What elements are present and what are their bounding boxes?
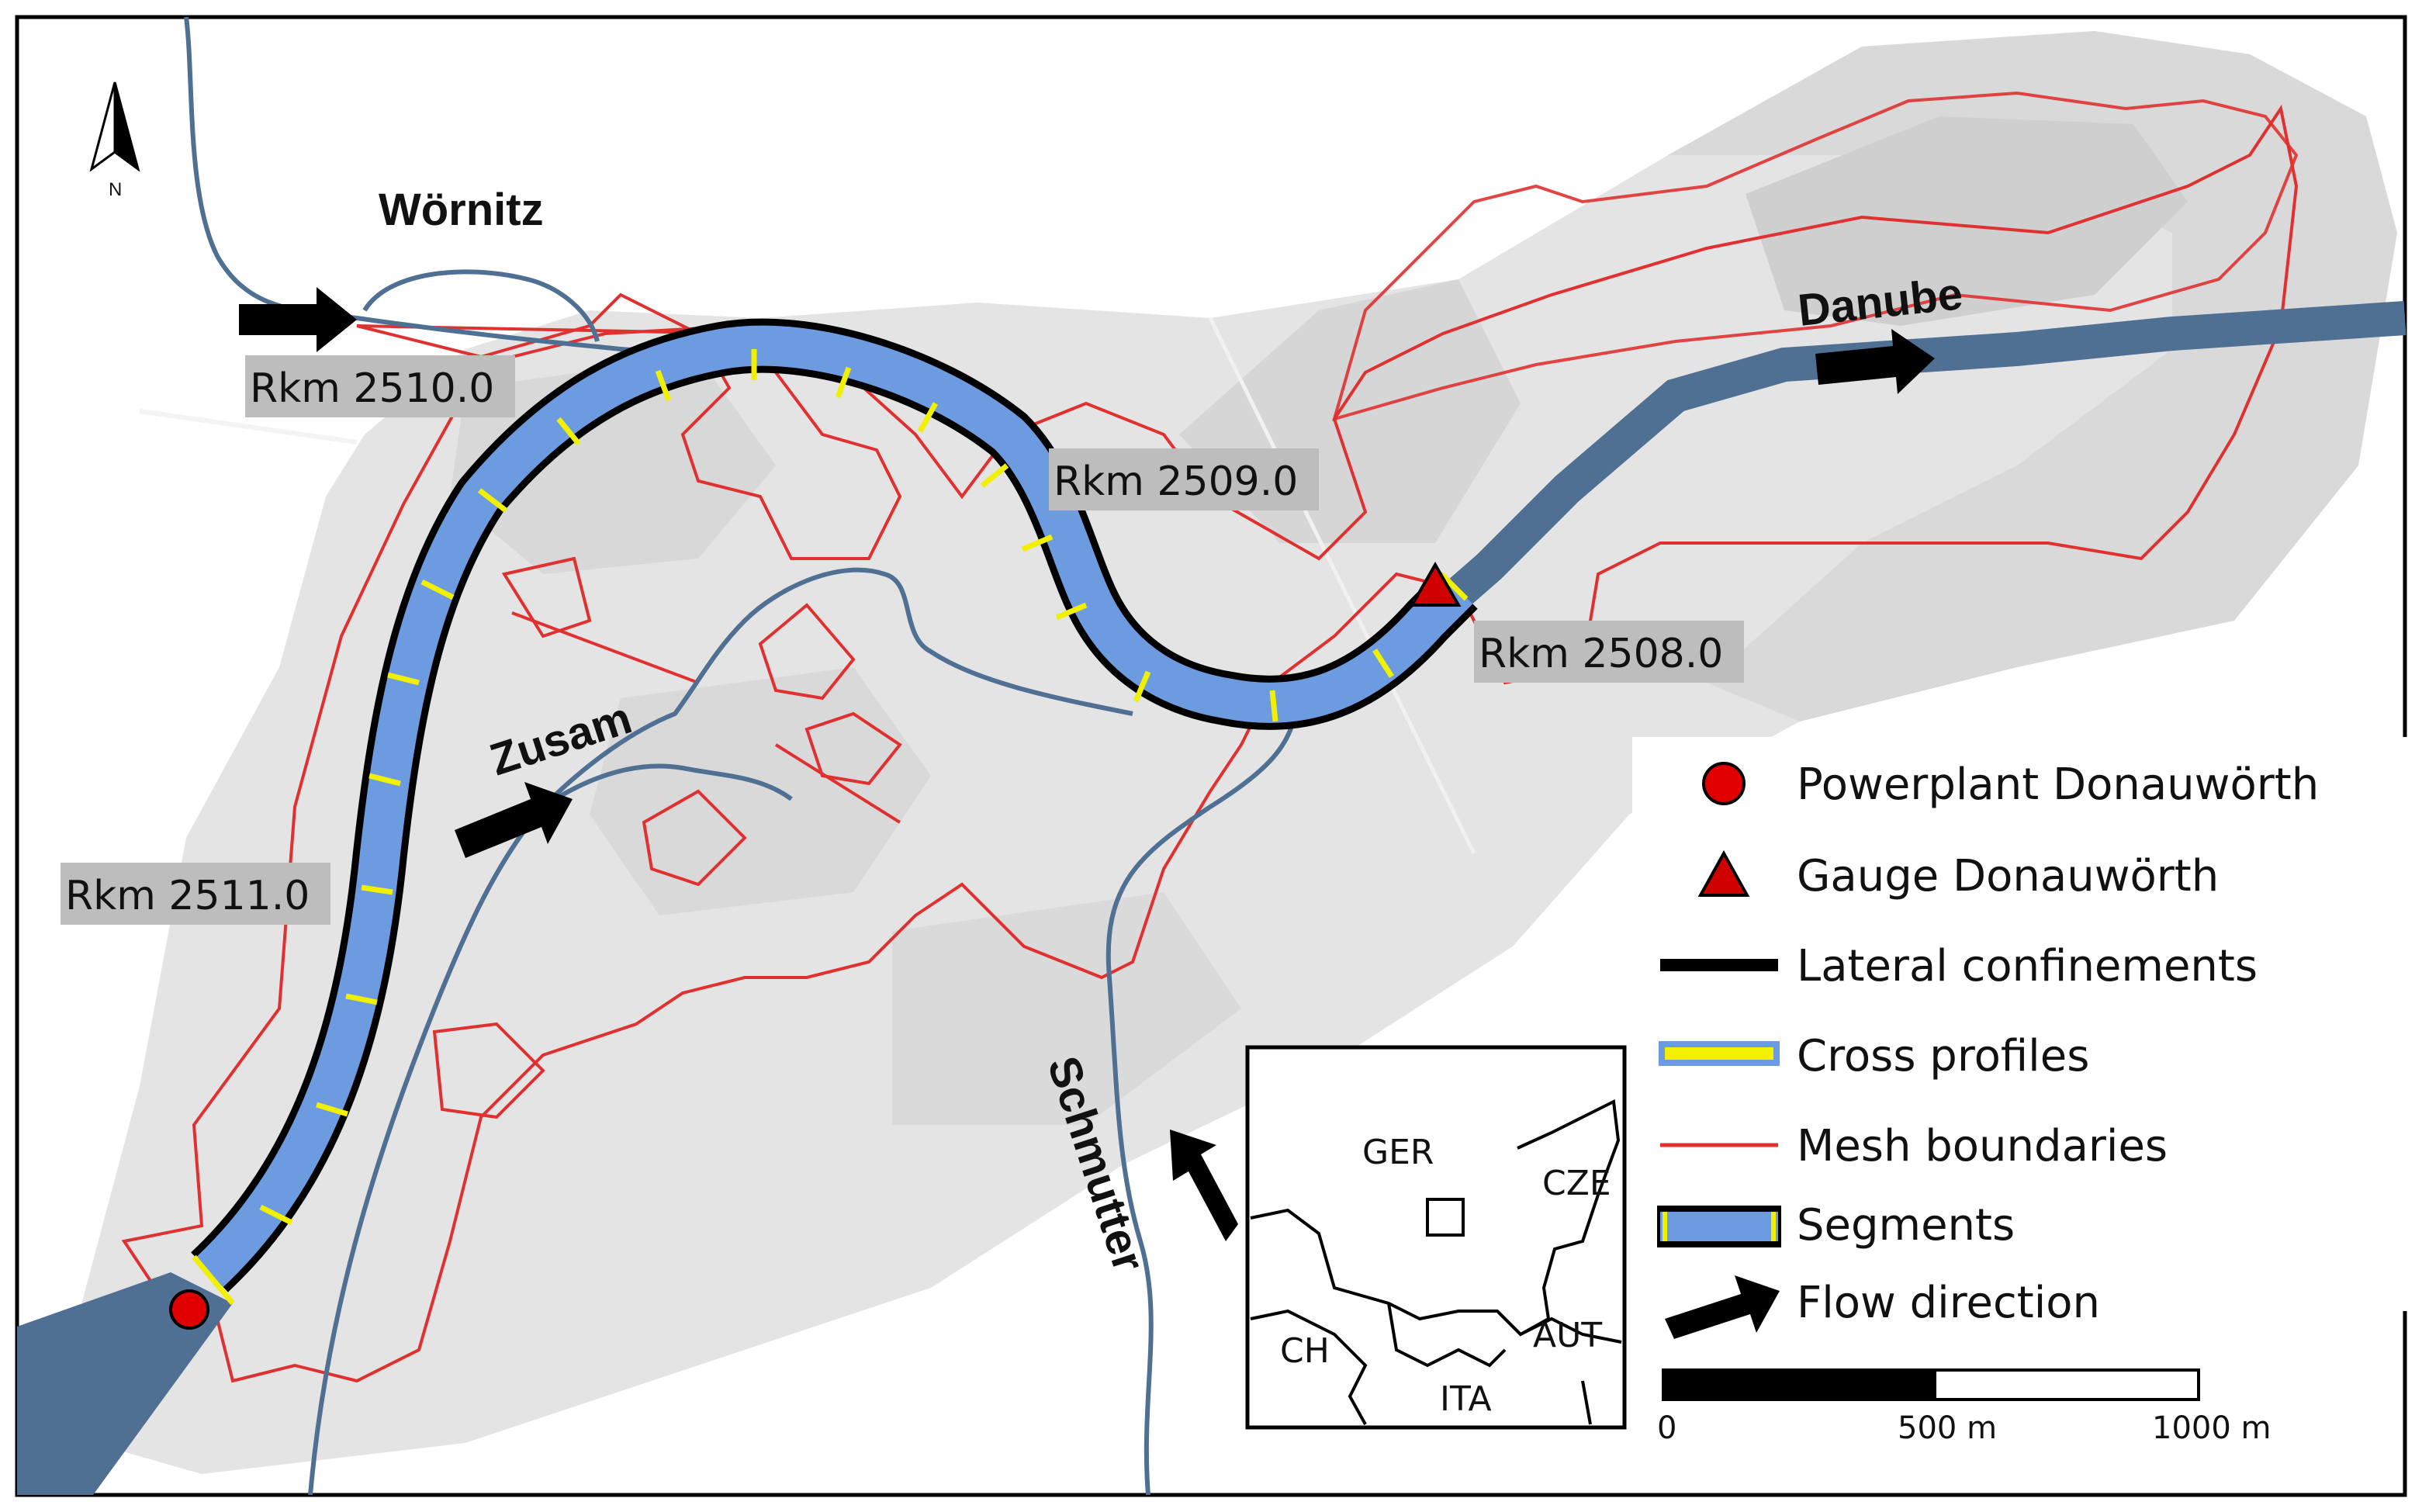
- zusam-river: [308, 567, 1133, 1496]
- cross-profile: [917, 402, 939, 433]
- cross-profile: [420, 579, 455, 600]
- svg-text:Rkm 2508.0: Rkm 2508.0: [1479, 631, 1723, 677]
- svg-text:Rkm 2511.0: Rkm 2511.0: [65, 873, 310, 919]
- cross-profile: [1439, 572, 1469, 601]
- danube-east-channel: [1416, 301, 2406, 634]
- mesh-boundaries: [121, 91, 2299, 1383]
- legend-label-segments: Segments: [1797, 1200, 2015, 1251]
- scale-bar: 0 500 m 1000 m: [1657, 1368, 2271, 1446]
- mesh-boundary-inner-3: [642, 789, 747, 887]
- cross-profile: [259, 1204, 293, 1226]
- legend-label-flow-direction: Flow direction: [1797, 1278, 2100, 1328]
- schmutter-river: [1105, 713, 1298, 1496]
- svg-text:Rkm 2510.0: Rkm 2510.0: [250, 365, 494, 412]
- rkm-label-2509: Rkm 2509.0: [1049, 448, 1319, 510]
- cross-profile: [1269, 690, 1278, 722]
- cross-profile: [315, 1102, 349, 1117]
- cross-profile: [387, 672, 420, 686]
- mesh-boundary-main: [121, 104, 2299, 1383]
- cross-profile: [980, 463, 1009, 488]
- inset-label-ita: ITA: [1440, 1379, 1492, 1419]
- mesh-boundary-north: [356, 292, 902, 560]
- cross-profile: [368, 773, 401, 787]
- north-label: N: [109, 179, 122, 200]
- mesh-boundary-inner-6: [511, 611, 699, 684]
- inset-locator-map: GER CZE CH AUT ITA: [1245, 1045, 1627, 1430]
- legend-label-cross-profiles: Cross profiles: [1797, 1031, 2089, 1081]
- legend-label-gauge: Gauge Donauwörth: [1797, 851, 2219, 901]
- cross-profile: [477, 488, 508, 513]
- cross-profile: [1133, 670, 1151, 703]
- rkm-label-2510: Rkm 2510.0: [245, 355, 515, 417]
- cross-profile: [835, 366, 852, 399]
- legend-label-powerplant: Powerplant Donauwörth: [1797, 759, 2319, 810]
- rkm-label-2508: Rkm 2508.0: [1474, 621, 1744, 683]
- flow-direction-icon: [1815, 329, 1935, 394]
- legend-flow-direction-icon: [1665, 1275, 1780, 1339]
- cross-profile: [192, 1254, 235, 1306]
- river-segments: [191, 318, 1478, 1292]
- mesh-boundary-inner-4: [758, 603, 856, 701]
- powerplant-icon: [169, 1289, 209, 1330]
- zusam-lower: [541, 763, 793, 809]
- gauge-icon: [1409, 561, 1462, 607]
- legend-gauge-icon: [1697, 849, 1750, 897]
- cross-profile: [1021, 534, 1054, 552]
- legend-label-lateral-confinements: Lateral confinements: [1797, 941, 2258, 991]
- flow-direction-arrows: [239, 287, 1935, 1241]
- danube-downstream: [17, 1272, 233, 1495]
- north-arrow: N: [89, 81, 140, 200]
- cross-profile: [1372, 649, 1394, 678]
- cross-profile: [345, 993, 378, 1005]
- cross-profile: [556, 417, 581, 446]
- inset-label-aut: AUT: [1533, 1316, 1602, 1355]
- scale-tick-1000: 1000 m: [2152, 1410, 2271, 1446]
- mesh-boundary-inner-7: [774, 743, 901, 824]
- cross-profile: [361, 884, 393, 895]
- scale-tick-0: 0: [1657, 1410, 1676, 1446]
- legend-label-mesh-boundaries: Mesh boundaries: [1797, 1121, 2168, 1171]
- inset-label-ch: CH: [1280, 1331, 1330, 1371]
- segment-fill: [195, 325, 1473, 1287]
- mesh-boundary-inner-2: [432, 1022, 545, 1119]
- study-area-locator: [1426, 1198, 1465, 1237]
- inset-label-cze: CZE: [1542, 1164, 1611, 1203]
- legend-powerplant-icon: [1702, 762, 1746, 805]
- mesh-boundary-east: [1332, 91, 2299, 421]
- legend-cross-profile-icon: [1659, 1041, 1780, 1066]
- cross-profile: [1055, 602, 1088, 621]
- flow-direction-icon: [455, 782, 573, 858]
- flow-direction-icon: [1170, 1130, 1238, 1241]
- legend: Powerplant Donauwörth Gauge Donauwörth L…: [1632, 737, 2408, 1339]
- svg-text:Rkm 2509.0: Rkm 2509.0: [1054, 458, 1298, 505]
- mesh-boundary-inner-1: [501, 556, 592, 638]
- woernitz-side-branch: [362, 269, 600, 342]
- scale-tick-500: 500 m: [1898, 1410, 1997, 1446]
- river-label-woernitz: Wörnitz: [379, 185, 544, 235]
- cross-profile: [655, 369, 672, 402]
- mesh-boundary-inner-5: [804, 711, 902, 786]
- rkm-label-2511: Rkm 2511.0: [61, 863, 330, 925]
- cross-profiles: [192, 349, 1469, 1306]
- inset-label-ger: GER: [1362, 1133, 1434, 1172]
- flow-direction-icon: [239, 287, 357, 352]
